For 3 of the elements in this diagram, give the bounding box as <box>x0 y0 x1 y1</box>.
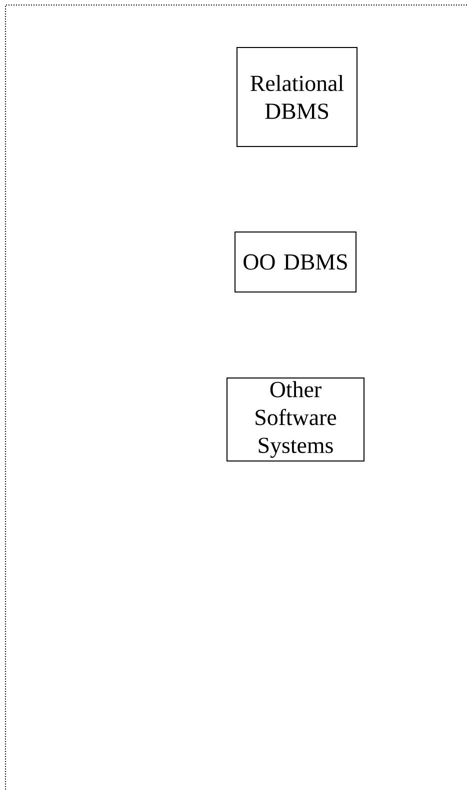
text-box: OO DBMS <box>234 232 356 292</box>
text-box: Relational DBMS <box>236 47 358 147</box>
text-box: Other Software Systems <box>226 378 364 462</box>
